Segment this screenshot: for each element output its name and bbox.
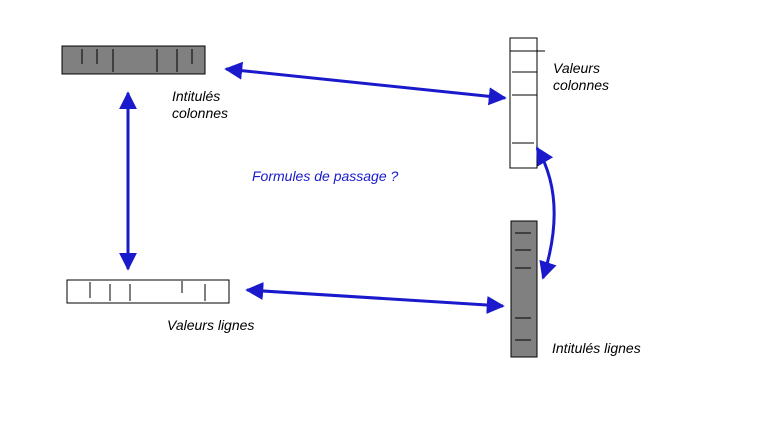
row-headers-label: Intitulés lignes (552, 340, 641, 356)
formulas-question-label: Formules de passage ? (252, 168, 399, 184)
arrow-bottom-horizontal (245, 282, 505, 314)
column-headers-label: Intitulés colonnes (172, 88, 228, 122)
arrow-top-horizontal (224, 61, 507, 106)
row-headers-box (510, 220, 538, 358)
column-values-box (509, 37, 545, 169)
column-headers-box (61, 45, 206, 75)
column-headers-label-line1: Intitulés (172, 88, 221, 104)
column-values-label-line1: Valeurs (553, 60, 600, 76)
column-values-label: Valeurs colonnes (553, 60, 609, 94)
arrow-right-curve (535, 146, 557, 280)
row-values-label: Valeurs lignes (167, 317, 255, 333)
row-values-box (66, 279, 230, 304)
column-values-label-line2: colonnes (553, 77, 610, 93)
column-headers-label-line2: colonnes (172, 105, 229, 121)
